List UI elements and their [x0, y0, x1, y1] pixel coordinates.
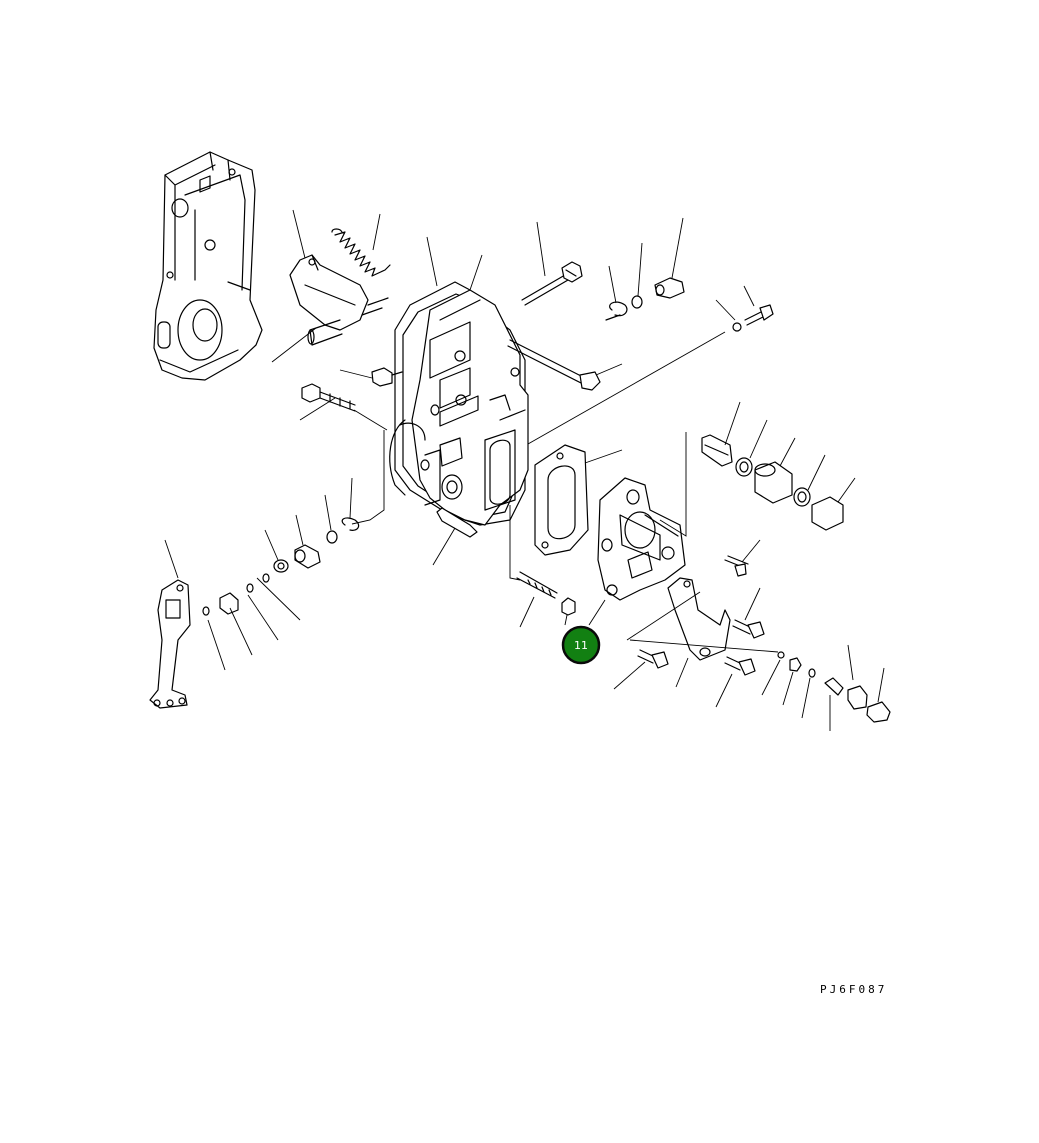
- small-nut-part[interactable]: [789, 657, 802, 672]
- washer-left-part[interactable]: [273, 559, 289, 573]
- plug-bolt-part[interactable]: [371, 367, 403, 387]
- washer-left-part-2[interactable]: [246, 583, 254, 593]
- stud-bolt-part[interactable]: [516, 571, 558, 599]
- plug-seal-part[interactable]: [294, 544, 321, 569]
- snap-ring-part[interactable]: [605, 301, 628, 321]
- small-bolt-part[interactable]: [732, 304, 774, 332]
- hex-bolt-part-3[interactable]: [724, 656, 756, 676]
- o-ring-part[interactable]: [389, 419, 426, 496]
- shaft-bolt-part[interactable]: [507, 339, 601, 391]
- washer-part[interactable]: [735, 457, 753, 477]
- drawing-code: PJ6F087: [820, 983, 887, 996]
- callout-label: 11: [574, 639, 588, 652]
- long-bolt-part[interactable]: [521, 261, 583, 306]
- o-ring-small-part[interactable]: [326, 530, 338, 544]
- screw-part[interactable]: [724, 555, 749, 577]
- leader-lines: [164, 209, 885, 731]
- socket-bolt-part[interactable]: [301, 383, 356, 412]
- washer-part-4[interactable]: [808, 668, 816, 678]
- washer-part-3[interactable]: [777, 651, 785, 659]
- hex-bolt-part[interactable]: [732, 619, 765, 639]
- bracket-part[interactable]: [667, 577, 731, 661]
- callout-badge[interactable]: 11: [561, 625, 601, 665]
- housing-part[interactable]: [153, 151, 263, 381]
- plate-gasket-part[interactable]: [534, 444, 589, 556]
- lever-arm-part[interactable]: [149, 579, 191, 709]
- sleeve-part[interactable]: [754, 461, 793, 504]
- bolt-part-lower[interactable]: [436, 507, 478, 538]
- hex-bolt-part-2[interactable]: [637, 649, 669, 669]
- cap-nut-part[interactable]: [811, 496, 844, 531]
- washer-left-part-4[interactable]: [202, 606, 210, 616]
- fitting-part[interactable]: [824, 677, 844, 696]
- washer-part-2[interactable]: [793, 487, 811, 507]
- lever-part[interactable]: [289, 254, 389, 346]
- washer-left-part-3[interactable]: [262, 573, 270, 583]
- spring-part[interactable]: [331, 228, 391, 277]
- end-cap-part[interactable]: [866, 701, 891, 723]
- snap-ring-left-part[interactable]: [341, 517, 360, 531]
- seal-part[interactable]: [631, 295, 643, 309]
- nut-part[interactable]: [561, 597, 576, 616]
- cover-housing-part[interactable]: [597, 477, 686, 601]
- bushing-part[interactable]: [219, 592, 239, 615]
- main-body-part[interactable]: [411, 289, 529, 526]
- coupling-part[interactable]: [847, 685, 868, 710]
- plug-part[interactable]: [654, 277, 685, 299]
- plug-fitting-part[interactable]: [701, 434, 733, 467]
